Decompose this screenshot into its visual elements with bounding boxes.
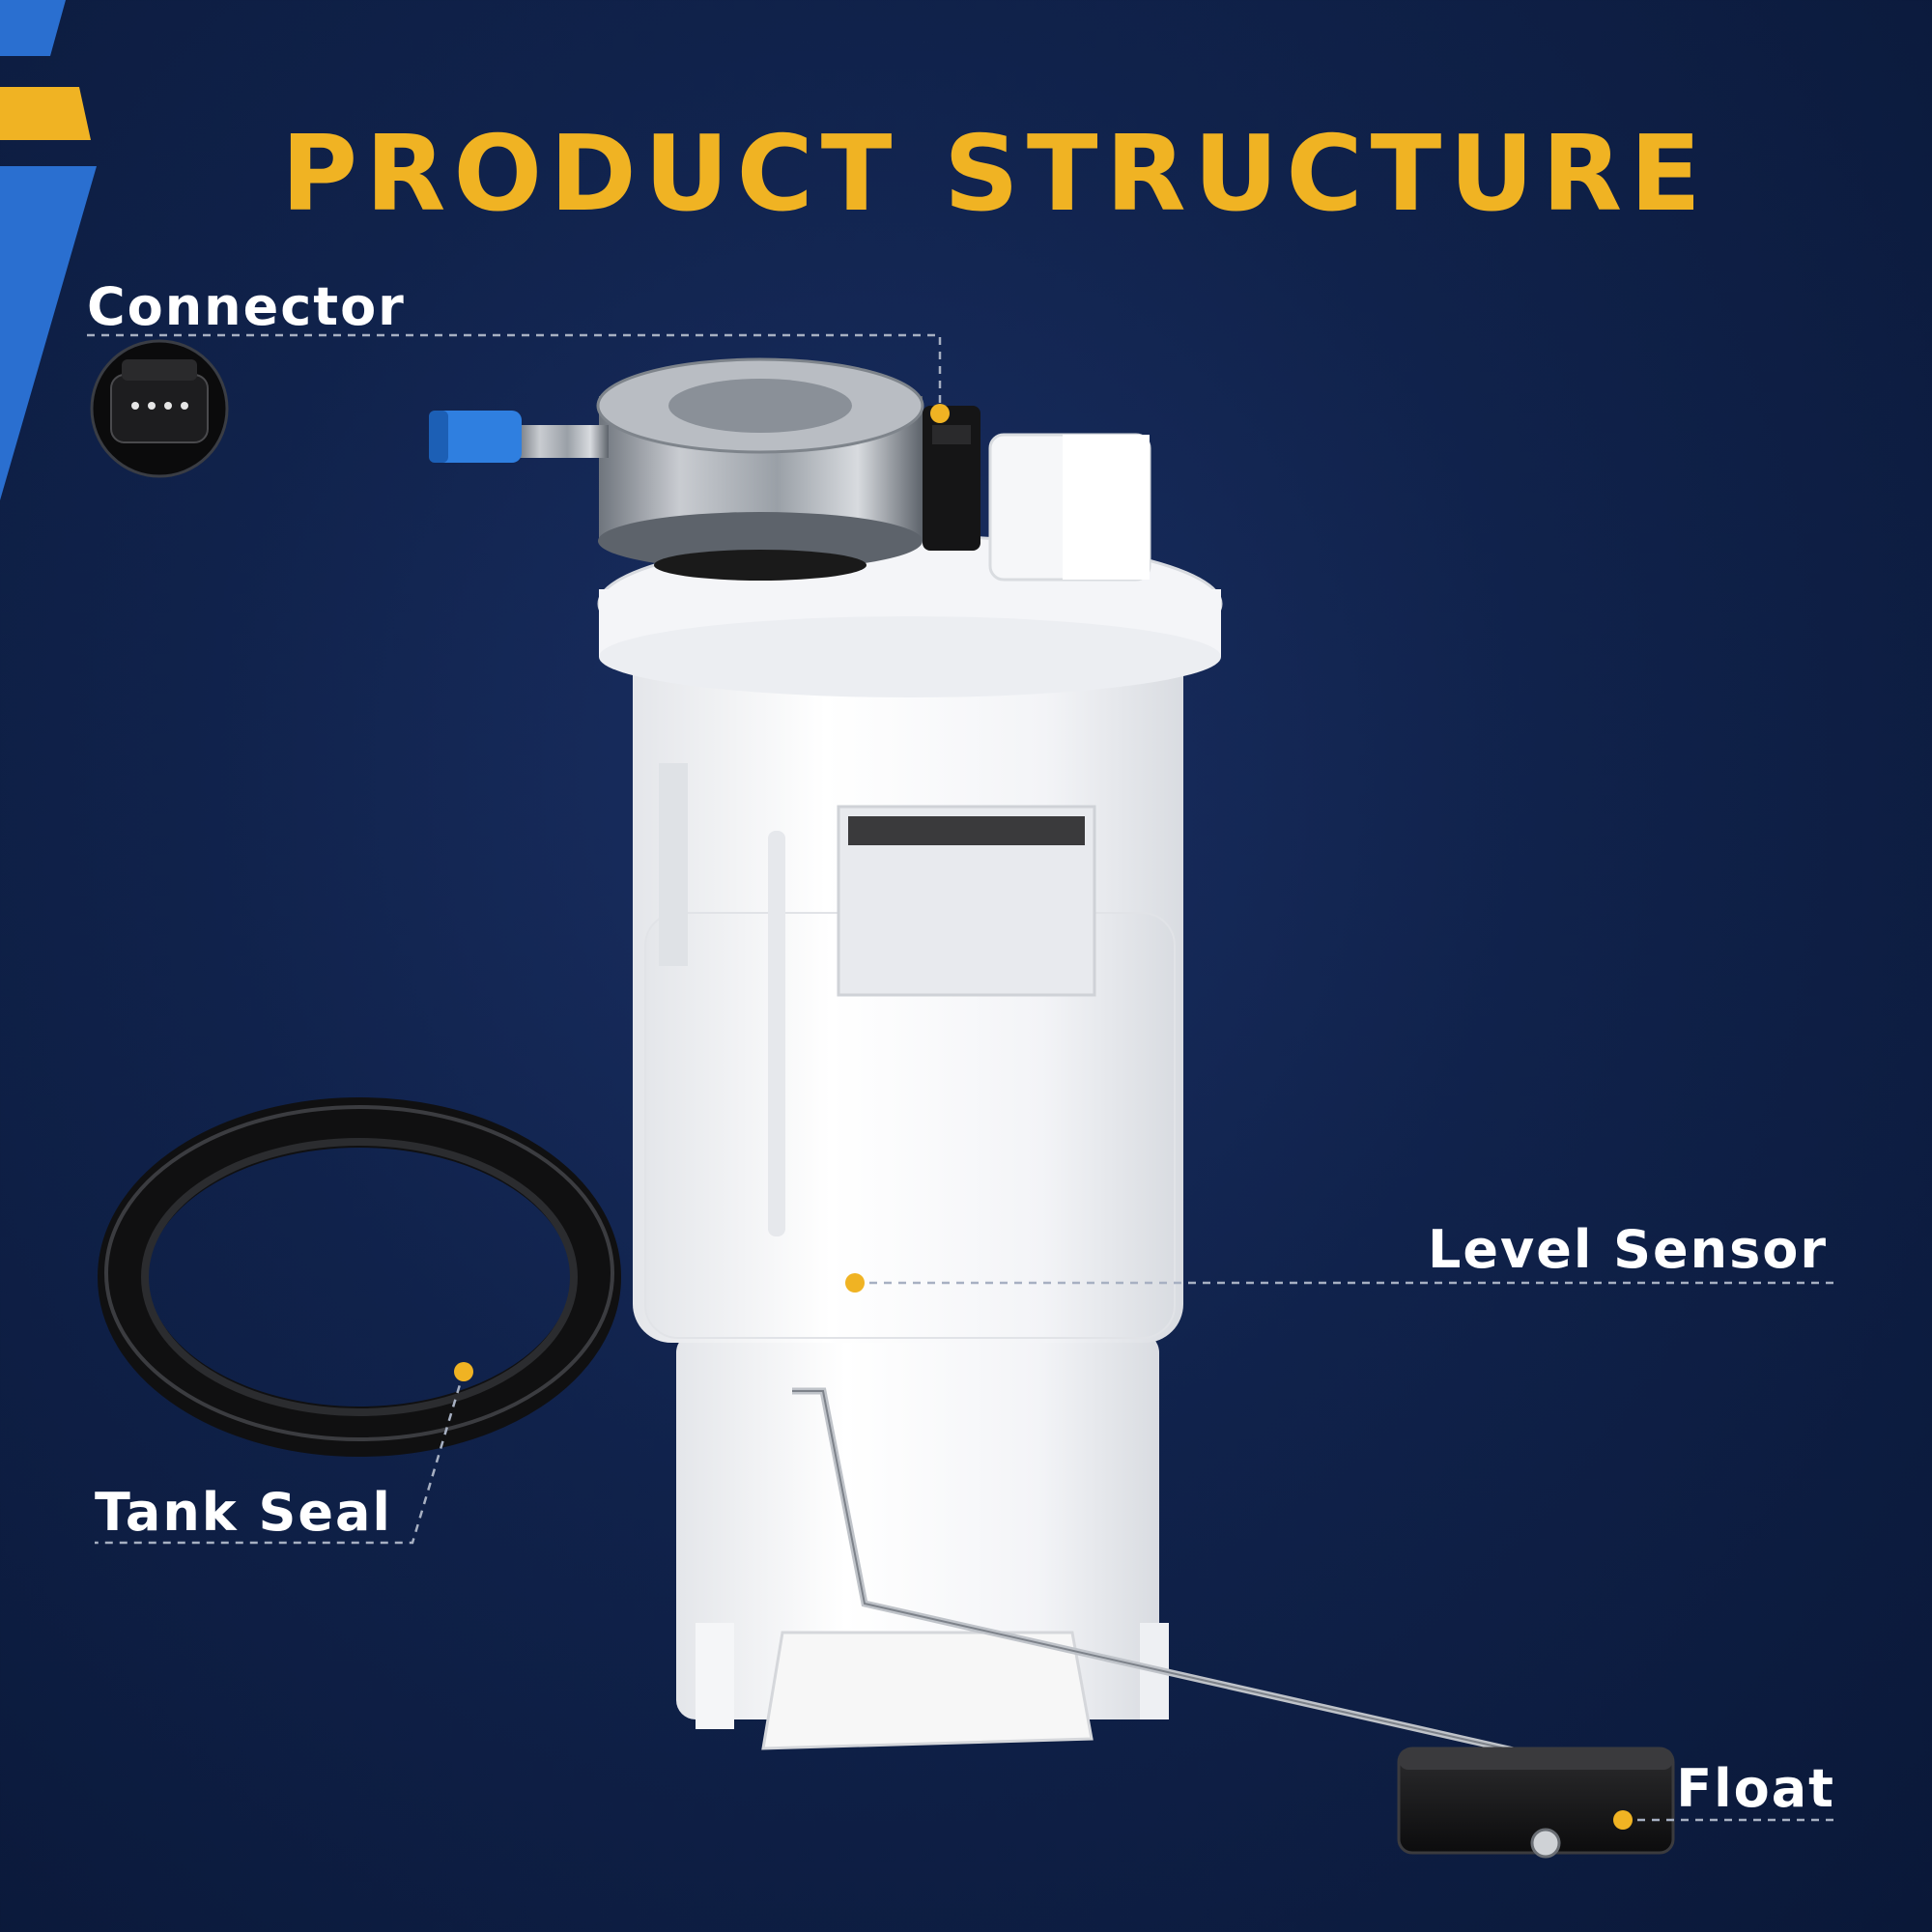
callout-lines <box>87 333 1833 1822</box>
connector-thumbnail <box>90 339 229 478</box>
label-tank-seal: Tank Seal <box>95 1482 392 1543</box>
tank-seal-ring <box>98 1097 621 1457</box>
page-title: PRODUCT STRUCTURE <box>281 114 1709 235</box>
float-arm <box>792 1387 1527 1757</box>
fuel-pump-body <box>429 357 1223 1750</box>
label-level-sensor: Level Sensor <box>1428 1219 1828 1280</box>
label-connector: Connector <box>87 276 406 337</box>
callout-dots <box>454 404 1633 1830</box>
float-block <box>1397 1747 1675 1859</box>
label-float: Float <box>1676 1758 1835 1819</box>
